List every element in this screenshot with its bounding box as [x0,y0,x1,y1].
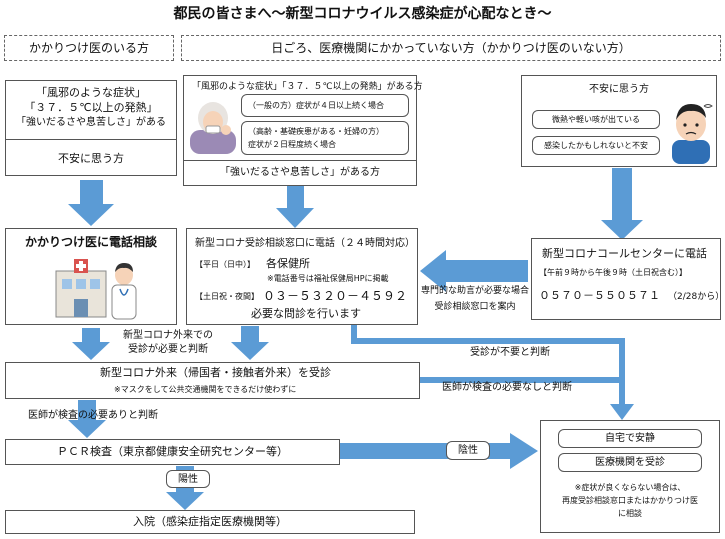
pcr-title: ＰＣＲ検査（東京都健康安全研究センター等） [57,445,288,458]
hospital-box: 入院（感染症指定医療機関等） [5,510,415,534]
call-center-hours: 【午前９時から午後９時（土日祝含む）】 [539,268,687,277]
mid-case-elderly-line2: 症状が２日程度続く場合 [248,140,336,149]
call-center-title: 新型コロナコールセンターに電話 [542,247,707,260]
home-visit-text: 医療機関を受診 [595,457,665,468]
pcr-box: ＰＣＲ検査（東京都健康安全研究センター等） [5,439,340,465]
right-anxious-item-1-text: 微熱や軽い咳が出ている [552,115,640,124]
consult-weekday-note: ※電話番号は福祉保健局HPに掲載 [267,274,389,283]
left-anxious-label: 不安に思う方 [58,152,124,165]
mid-symptoms-footer: 「強いだるさや息苦しさ」がある方 [220,167,380,178]
arrow-mid-to-consult [276,185,314,228]
referral-label-2: 受診相談窓口を案内 [434,302,516,312]
referral-label-1: 専門的な助言が必要な場合 [420,286,529,296]
consult-weekday-label: 【平日（日中）】 [195,260,255,269]
negative-label: 陰性 [458,445,478,456]
left-symptoms-divider [6,139,176,140]
home-rest: 自宅で安静 [558,429,702,448]
consult-center-box: 新型コロナ受診相談窓口に電話（２４時間対応） 【平日（日中）】 各保健所 ※電話… [186,228,418,325]
home-note-2: 再度受診相談窓口またはかかりつけ医 [561,496,699,505]
mid-symptoms-box: 「風邪のような症状」「３７．５℃以上の発熱」がある方 （一般の方）症状が４日以上… [183,75,423,186]
right-anxious-item-2: 感染したかもしれないと不安 [532,136,660,155]
arrow-into-home [610,404,634,420]
positive-label: 陽性 [178,474,198,485]
mid-case-elderly: （高齢・基礎疾患がある・妊婦の方） 症状が２日程度続く場合 [241,121,409,155]
consult-holiday-number[interactable]: ０３－５３２０－４５９２ [263,289,408,303]
home-note-1: ※症状が良くならない場合は、 [574,483,686,492]
home-box: 自宅で安静 医療機関を受診 ※症状が良くならない場合は、 再度受診相談窓口または… [540,420,720,533]
positive-badge: 陽性 [166,470,210,488]
no-test-label: 医師が検査の必要なしと判断 [442,382,572,393]
right-anxious-item-1: 微熱や軽い咳が出ている [532,110,660,129]
left-symptom-1: 「風邪のような症状」 [36,86,146,99]
arrow-pcr-to-home [340,433,538,469]
outpatient-note: ※マスクをして公共交通機関をできるだけ使わずに [114,385,297,394]
home-rest-text: 自宅で安静 [605,433,655,444]
not-needed-label: 受診が不要と判断 [470,347,550,358]
family-doctor-box: かかりつけ医に電話相談 [5,228,177,325]
header-without-doctor: 日ごろ、医療機関にかかっていない方（かかりつけ医のいない方） [181,35,721,61]
left-symptom-2: 「３７．５℃以上の発熱」 [24,101,158,114]
call-center-from: （2/28から） [668,292,725,302]
family-doctor-title: かかりつけ医に電話相談 [24,235,158,249]
negative-badge: 陰性 [446,441,490,460]
arrow-consult-to-outpatient [231,326,269,360]
consult-center-footer: 必要な問診を行います [251,307,361,320]
consult-center-title: 新型コロナ受診相談窓口に電話（２４時間対応） [195,238,415,249]
arrow-right-to-callcenter [601,168,643,240]
mid-symptoms-header: 「風邪のような症状」「３７．５℃以上の発熱」がある方 [192,82,423,92]
arrow-callcenter-to-consult [420,250,528,292]
arrow-pcr-to-hospital [166,466,204,510]
left-symptoms-box: 「風邪のような症状」 「３７．５℃以上の発熱」 「強いだるさや息苦しさ」がある … [5,80,177,176]
header-without-doctor-label: 日ごろ、医療機関にかかっていない方（かかりつけ医のいない方） [271,41,631,55]
outpatient-box: 新型コロナ外来（帰国者・接触者外来）を受診 ※マスクをして公共交通機関をできるだ… [5,362,420,399]
page-title: 都民の皆さまへ～新型コロナウイルス感染症が心配なとき～ [173,6,552,22]
mid-case-general: （一般の方）症状が４日以上続く場合 [241,94,409,117]
call-center-box: 新型コロナコールセンターに電話 【午前９時から午後９時（土日祝含む）】 ０５７０… [531,238,725,320]
right-anxious-title: 不安に思う方 [589,84,649,95]
header-with-doctor: かかりつけ医のいる方 [4,35,174,61]
mid-symptoms-divider [184,160,416,161]
hospital-title: 入院（感染症指定医療機関等） [133,515,287,528]
left-symptom-3: 「強いだるさや息苦しさ」がある [16,117,166,128]
outpatient-title: 新型コロナ外来（帰国者・接触者外来）を受診 [100,366,331,379]
home-note-3: に相談 [618,509,642,518]
right-anxious-item-2-text: 感染したかもしれないと不安 [544,141,648,150]
arrow-outpatient-to-pcr [68,400,106,438]
right-anxious-box: 不安に思う方 微熱や軽い咳が出ている 感染したかもしれないと不安 [521,75,717,167]
clinic-doctor-icon [55,259,137,320]
call-center-number[interactable]: ０５７０－５５０５７１ [539,289,660,302]
consult-holiday-label: 【土日祝・夜間】 [195,292,259,301]
elderly-person-icon [190,102,236,154]
mid-case-general-text: （一般の方）症状が４日以上続く場合 [248,101,384,110]
home-visit: 医療機関を受診 [558,453,702,472]
arrow-doctor-to-outpatient [72,328,110,360]
outpatient-needed-label-2: 受診が必要と判断 [128,344,208,355]
line-consult-to-home [351,324,625,408]
header-with-doctor-label: かかりつけ医のいる方 [28,41,150,55]
outpatient-needed-label-1: 新型コロナ外来での [123,330,213,341]
arrow-left-to-doctor [68,180,114,226]
mid-case-elderly-line1: （高齢・基礎疾患がある・妊婦の方） [248,127,384,136]
consult-weekday-value: 各保健所 [266,257,310,270]
test-needed-label: 医師が検査の必要ありと判断 [28,410,158,421]
worried-person-icon [672,104,713,164]
